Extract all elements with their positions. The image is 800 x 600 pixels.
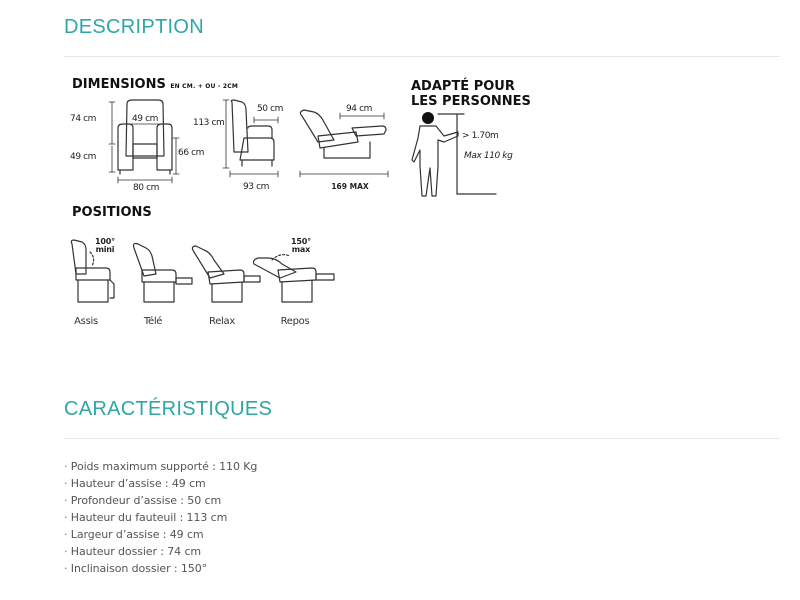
assis-angle-arrow-icon xyxy=(89,251,95,267)
position-repos-figure xyxy=(252,257,335,303)
position-relax-label: Relax xyxy=(209,316,235,327)
legrest-length-label: 94 cm xyxy=(345,104,373,114)
adapted-heading: ADAPTÉ POUR LES PERSONNES xyxy=(411,79,531,109)
list-item: Profondeur d’assise : 50 cm xyxy=(64,492,257,509)
dimensions-tolerance: EN CM. + OU - 2CM xyxy=(170,83,239,90)
positions-heading: POSITIONS xyxy=(72,205,152,220)
position-relax-figure xyxy=(191,245,261,303)
seat-height-label: 49 cm xyxy=(70,152,97,162)
chair-side-view-figure xyxy=(222,99,279,178)
dimensions-heading-text: DIMENSIONS xyxy=(72,77,166,92)
position-repos-label: Repos xyxy=(280,316,310,327)
characteristics-divider xyxy=(64,438,780,439)
position-assis-label: Assis xyxy=(74,316,98,327)
characteristics-title: CARACTÉRISTIQUES xyxy=(64,398,273,420)
adapted-height-label: > 1.70m xyxy=(462,131,499,141)
adapted-heading-line2: LES PERSONNES xyxy=(411,94,531,109)
description-title: DESCRIPTION xyxy=(64,16,204,38)
dimensions-heading: DIMENSIONS EN CM. + OU - 2CM xyxy=(72,77,238,92)
assis-angle-mini: mini xyxy=(95,245,115,254)
chair-front-view-figure xyxy=(108,99,180,184)
list-item: Hauteur du fauteuil : 113 cm xyxy=(64,509,257,526)
seat-width-label: 49 cm xyxy=(131,114,159,124)
back-height-label: 74 cm xyxy=(70,114,97,124)
person-silhouette-icon xyxy=(411,112,497,197)
chair-reclined-figure xyxy=(299,109,389,178)
total-depth-label: 93 cm xyxy=(242,182,270,192)
assis-angle-label: 100° mini xyxy=(95,238,115,254)
description-divider xyxy=(64,56,780,57)
position-assis-figure xyxy=(70,239,115,303)
repos-angle-max: max xyxy=(291,245,311,254)
characteristics-list: Poids maximum supporté : 110 Kg Hauteur … xyxy=(64,458,258,577)
armrest-height-label: 66 cm xyxy=(178,148,205,158)
adapted-weight-label: Max 110 kg xyxy=(464,151,513,161)
list-item: Hauteur d’assise : 49 cm xyxy=(64,475,257,492)
total-height-label: 113 cm xyxy=(193,118,225,128)
total-width-label: 80 cm xyxy=(132,183,160,193)
position-tele-figure xyxy=(132,242,193,303)
list-item: Hauteur dossier : 74 cm xyxy=(64,543,257,560)
repos-angle-arrow-icon xyxy=(271,254,291,261)
repos-angle-label: 150° max xyxy=(291,238,311,254)
repos-angle-value: 150° xyxy=(291,237,311,246)
list-item: Largeur d’assise : 49 cm xyxy=(64,526,257,543)
list-item: Inclinaison dossier : 150° xyxy=(64,560,257,577)
list-item: Poids maximum supporté : 110 Kg xyxy=(64,458,258,475)
max-length-label: 169 MAX xyxy=(331,182,369,191)
assis-angle-value: 100° xyxy=(95,237,115,246)
seat-depth-label: 50 cm xyxy=(256,104,284,114)
position-tele-label: Télé xyxy=(143,316,163,327)
adapted-heading-line1: ADAPTÉ POUR xyxy=(411,79,515,94)
